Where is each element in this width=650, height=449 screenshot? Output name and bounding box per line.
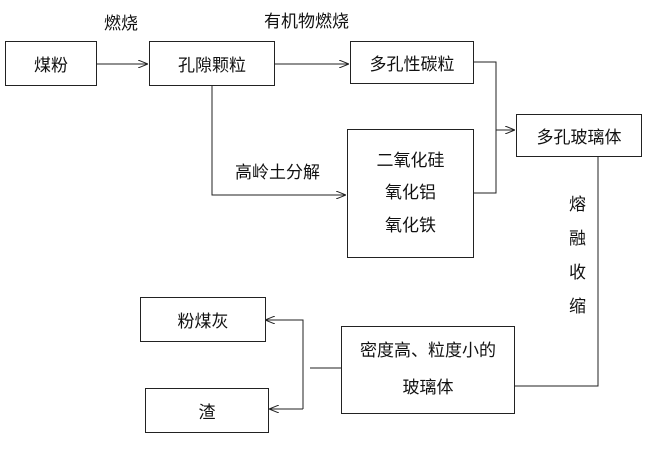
node-porous-carbon: 多孔性碳粒 xyxy=(350,41,474,84)
oxide-alumina: 氧化铝 xyxy=(385,183,436,204)
edge-label-organic-combustion: 有机物燃烧 xyxy=(264,12,349,32)
arrow-to-fly-ash xyxy=(266,320,304,409)
edge-label-kaolin-decomposition: 高岭土分解 xyxy=(235,163,320,183)
node-dense-glass: 密度高、粒度小的 玻璃体 xyxy=(341,326,515,414)
node-fly-ash: 粉煤灰 xyxy=(140,297,266,342)
node-slag: 渣 xyxy=(145,388,269,433)
edge-label-melt-shrink: 熔 融 收 缩 xyxy=(569,197,586,333)
melt-shrink-char-4: 缩 xyxy=(569,297,586,317)
node-fly-ash-label: 粉煤灰 xyxy=(177,312,229,332)
oxide-silica: 二氧化硅 xyxy=(376,151,445,172)
node-slag-label: 渣 xyxy=(198,403,216,423)
node-dense-glass-line1: 密度高、粒度小的 xyxy=(360,340,496,361)
melt-shrink-char-1: 熔 xyxy=(569,195,586,215)
node-coal-powder: 煤粉 xyxy=(5,41,97,86)
node-pore-particles-label: 孔隙颗粒 xyxy=(178,56,246,76)
node-oxides: 二氧化硅 氧化铝 氧化铁 xyxy=(347,129,474,258)
node-porous-glass-label: 多孔玻璃体 xyxy=(536,128,622,148)
connector-oxides-to-glass xyxy=(474,130,497,194)
arrow-particles-to-oxides xyxy=(211,86,345,195)
connector-melt-shrink xyxy=(515,157,599,387)
melt-shrink-char-2: 融 xyxy=(569,229,586,249)
connector-carbon-to-glass xyxy=(474,61,497,130)
melt-shrink-char-3: 收 xyxy=(569,263,586,283)
node-pore-particles: 孔隙颗粒 xyxy=(149,41,275,86)
oxide-iron: 氧化铁 xyxy=(385,215,436,236)
node-dense-glass-line2: 玻璃体 xyxy=(402,378,454,398)
node-porous-carbon-label: 多孔性碳粒 xyxy=(369,55,455,75)
node-coal-powder-label: 煤粉 xyxy=(34,56,68,76)
edge-label-combustion: 燃烧 xyxy=(104,14,138,34)
node-porous-glass: 多孔玻璃体 xyxy=(516,114,642,157)
